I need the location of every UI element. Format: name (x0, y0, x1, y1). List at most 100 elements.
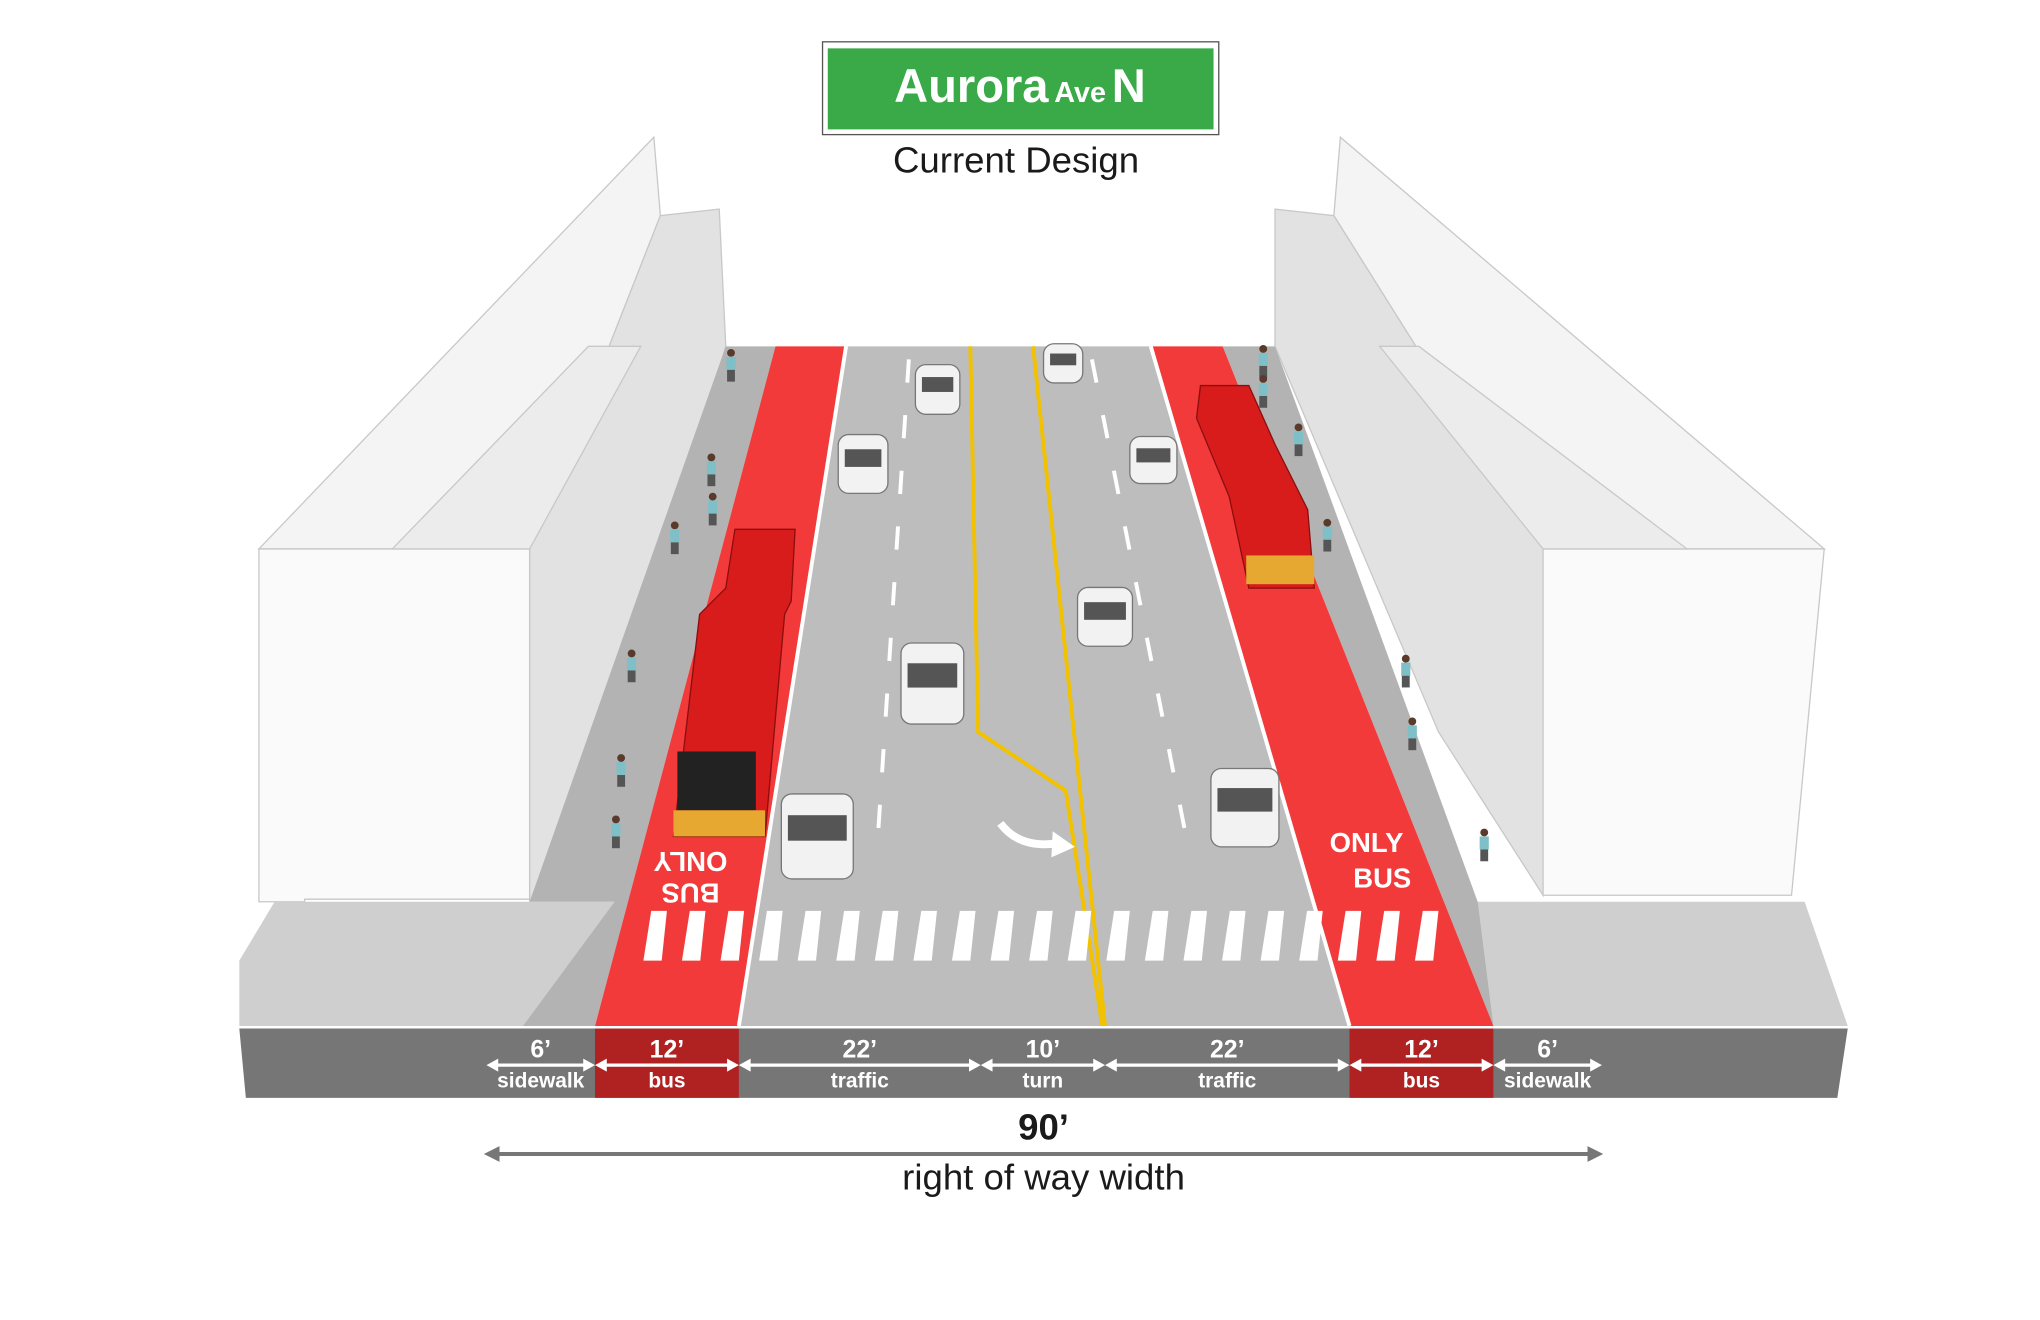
total-width: 90’ (1018, 1107, 1069, 1148)
crosswalk-stripe (952, 910, 976, 961)
pedestrian (670, 521, 680, 555)
crosswalk-stripe (990, 910, 1015, 961)
lane-dash (905, 359, 911, 383)
dimension-bus: 12’ bus (1349, 1036, 1494, 1092)
pedestrian (706, 453, 716, 487)
pedestrian (1479, 828, 1489, 862)
lane-dimensions: 6’sidewalk12’bus22’traffic10’turn22’traf… (486, 1036, 1602, 1092)
crosswalk-stripe (1183, 910, 1207, 961)
segment-width: 10’ (1026, 1036, 1061, 1063)
pedestrian (616, 754, 626, 787)
segment-label: bus (648, 1069, 685, 1092)
street-name-sign: Aurora Ave N (821, 41, 1220, 136)
right-marking-only: ONLY (1330, 827, 1404, 858)
segment-width: 22’ (1210, 1036, 1245, 1063)
crosswalk-stripe (1029, 910, 1053, 961)
crosswalk-stripe (836, 910, 860, 961)
left-marking-only: ONLY (654, 846, 728, 877)
crosswalk-stripe (1337, 910, 1362, 961)
pedestrian (708, 492, 718, 526)
lane-dashes (876, 359, 1187, 829)
car (914, 363, 961, 415)
lane-dash (1111, 470, 1121, 495)
crosswalk-stripe (913, 910, 937, 961)
segment-width: 22’ (843, 1036, 878, 1063)
dimension-turn: 10’ turn (980, 1036, 1105, 1092)
pedestrian (1258, 375, 1268, 408)
left-marking-bus: BUS (661, 877, 719, 908)
car (1042, 343, 1084, 384)
car (1129, 435, 1178, 485)
pedestrian (611, 815, 621, 849)
right-marking-bus: BUS (1353, 862, 1411, 893)
crosswalk-stripe (1144, 910, 1169, 961)
lane-dash (876, 804, 882, 829)
lane-dash (1166, 748, 1176, 773)
crosswalk-stripe (874, 910, 899, 961)
lane-dash (883, 693, 890, 717)
total-width-label: right of way width (902, 1156, 1185, 1197)
lane-dash (1089, 359, 1099, 383)
design-subtitle: Current Design (893, 140, 1139, 181)
segment-width: 12’ (650, 1036, 685, 1063)
segment-label: traffic (1198, 1069, 1256, 1092)
crosswalk-stripe (1106, 910, 1130, 961)
yellow-line-right (1031, 346, 1107, 1027)
car (900, 642, 965, 725)
lane-dash (1155, 693, 1165, 718)
crosswalk-stripe (1222, 910, 1246, 961)
cars (780, 343, 1280, 880)
car (1076, 586, 1134, 647)
crosswalk-stripe (1067, 910, 1092, 961)
left-buildings (257, 135, 727, 903)
bus-lane-face (595, 1028, 739, 1098)
traffic-lanes (738, 346, 1350, 1026)
bus-lane-face (1349, 1028, 1494, 1098)
pedestrian (627, 649, 637, 683)
crosswalk-stripe (1299, 910, 1323, 961)
pedestrian (726, 348, 736, 382)
pedestrian (1407, 717, 1417, 751)
crosswalk-stripe (1376, 910, 1400, 961)
segment-label: bus (1403, 1069, 1440, 1092)
segment-label: traffic (831, 1069, 889, 1092)
crosswalk-stripe (1414, 910, 1439, 961)
dimension-traffic: 22’ traffic (738, 1036, 981, 1092)
car (837, 433, 889, 495)
lane-dash (901, 414, 908, 439)
dimension-sidewalk: 6’ sidewalk (486, 1036, 595, 1092)
bus-right (1195, 384, 1315, 589)
segment-label: turn (1023, 1069, 1064, 1092)
crosswalk-stripe (681, 910, 706, 961)
car (780, 793, 854, 880)
lane-dash (1122, 526, 1132, 551)
crosswalk-stripe (643, 910, 667, 961)
left-plinth (239, 901, 615, 1026)
sign-name: Aurora (894, 59, 1049, 112)
segment-label: sidewalk (497, 1069, 585, 1092)
lane-dash (890, 581, 897, 606)
crosswalk-stripe (759, 910, 783, 961)
pedestrian (1258, 345, 1268, 378)
right-plinth (1438, 901, 1848, 1026)
crosswalk-stripe (720, 910, 745, 961)
crosswalk-stripe (1260, 910, 1285, 961)
segment-width: 6’ (1537, 1036, 1558, 1063)
segment-width: 6’ (530, 1036, 551, 1063)
sign-direction: N (1112, 59, 1146, 112)
lane-dash (894, 526, 900, 550)
crosswalk-stripe (797, 910, 822, 961)
segment-width: 12’ (1404, 1036, 1439, 1063)
car (1210, 767, 1280, 848)
crosswalk (643, 910, 1439, 961)
svg-text:Aurora Ave N: Aurora Ave N (894, 59, 1146, 112)
dimension-bus: 12’ bus (595, 1036, 739, 1092)
pedestrians (611, 345, 1489, 862)
dimension-traffic: 22’ traffic (1105, 1036, 1350, 1092)
lane-dash (1177, 804, 1187, 829)
bus-left (672, 528, 796, 838)
lane-dash (898, 470, 904, 495)
pedestrian (1401, 654, 1411, 688)
dimension-sidewalk: 6’sidewalk (1493, 1036, 1602, 1092)
sign-type: Ave (1054, 77, 1106, 109)
